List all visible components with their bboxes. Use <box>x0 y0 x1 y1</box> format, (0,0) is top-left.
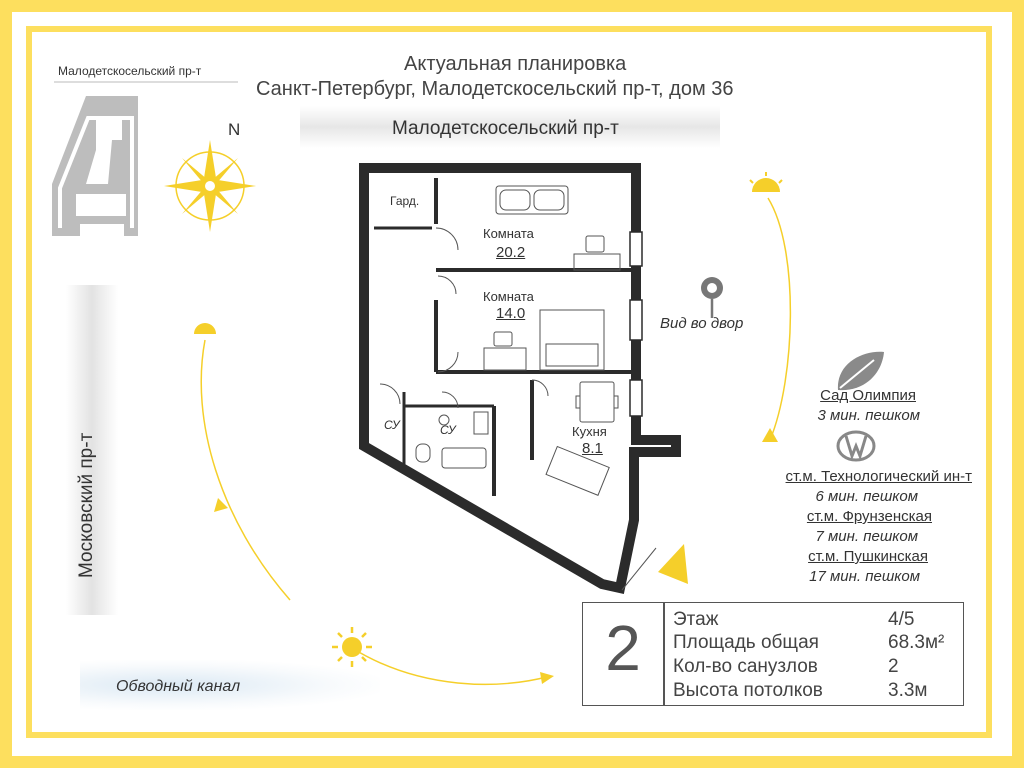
location-pin-icon <box>701 277 723 318</box>
info-area-value: 68.3м² <box>888 632 945 653</box>
compass-north-label: N <box>228 120 241 139</box>
poi-metro2-name: ст.м. Фрунзенская <box>806 508 932 525</box>
poi-metro3-name: ст.м. Пушкинская <box>808 548 928 565</box>
sun-icon <box>332 627 372 667</box>
sun-icon <box>749 172 783 192</box>
leaf-icon <box>837 351 884 391</box>
compass-icon <box>164 140 256 232</box>
mini-map-street-label: Малодетскосельский пр-т <box>58 64 202 78</box>
floor-plan <box>359 163 681 594</box>
metro-icon <box>836 430 876 462</box>
poi-metro1-name: ст.м. Технологический ин-т <box>785 468 972 485</box>
info-bathrooms-label: Кол-во санузлов <box>673 656 818 677</box>
mini-map <box>52 81 238 236</box>
poi-metro3-time: 17 мин. пешком <box>809 568 920 585</box>
inner-border <box>26 26 992 738</box>
info-ceiling-value: 3.3м <box>888 680 928 701</box>
sun-icon <box>194 323 216 334</box>
wardrobe-label: Гард. <box>390 194 420 208</box>
road-top-shade <box>300 106 720 148</box>
info-area-label: Площадь общая <box>673 632 819 653</box>
poi-park-time: 3 мин. пешком <box>817 407 920 424</box>
sun-path <box>200 197 792 686</box>
room1-area: 20.2 <box>496 244 526 261</box>
info-floor-value: 4/5 <box>888 609 915 630</box>
direction-arrow-icon <box>658 544 688 584</box>
room2-name: Комната <box>483 289 534 304</box>
room2-area: 14.0 <box>496 305 526 322</box>
poi-metro2-time: 7 мин. пешком <box>815 528 918 545</box>
kitchen-area: 8.1 <box>582 440 603 457</box>
room1-name: Комната <box>483 226 534 241</box>
canal-label: Обводный канал <box>116 678 241 695</box>
bathroom2-label: СУ <box>440 423 456 437</box>
poi-metro1-time: 6 мин. пешком <box>815 488 918 505</box>
title-line-1: Актуальная планировка <box>404 53 627 75</box>
bathroom1-label: СУ <box>384 418 400 432</box>
view-label: Вид во двор <box>660 315 744 332</box>
canal-shade <box>80 660 380 710</box>
info-floor-label: Этаж <box>673 609 719 630</box>
info-ceiling-label: Высота потолков <box>673 680 823 701</box>
road-left-shade <box>66 285 118 615</box>
info-divider <box>663 603 665 705</box>
road-top-label: Малодетскосельский пр-т <box>392 118 619 139</box>
poi-park-name: Сад Олимпия <box>820 387 916 404</box>
kitchen-name: Кухня <box>572 424 607 439</box>
road-left-label: Московский пр-т <box>76 432 97 578</box>
apartment-info-table: 2 Этаж 4/5 Площадь общая 68.3м² Кол-во с… <box>582 602 964 706</box>
info-bathrooms-value: 2 <box>888 656 899 677</box>
rooms-count: 2 <box>605 612 641 684</box>
title-line-2: Санкт-Петербург, Малодетскосельский пр-т… <box>256 78 734 100</box>
